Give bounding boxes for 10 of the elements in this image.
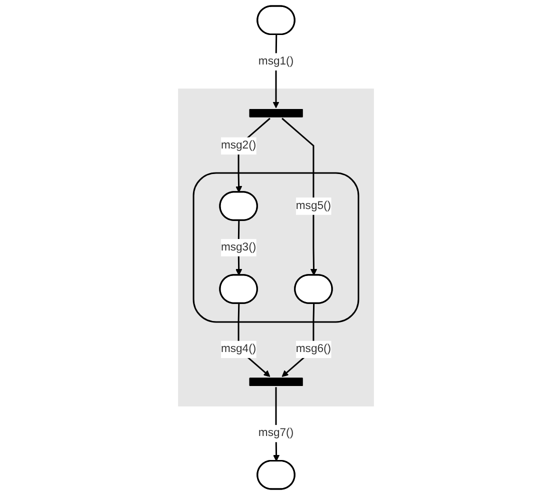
- cluster: [192, 172, 360, 323]
- edge-label: msg3(): [220, 240, 256, 254]
- edge-label: msg1(): [258, 54, 294, 68]
- arrow: [282, 118, 318, 276]
- edge-label: msg2(): [220, 138, 256, 152]
- edge-label: msg7(): [258, 426, 294, 440]
- cluster: [178, 88, 374, 406]
- edge-label: msg6(): [296, 342, 332, 356]
- edge-label: msg4(): [220, 342, 256, 356]
- edge-label: msg5(): [296, 199, 332, 212]
